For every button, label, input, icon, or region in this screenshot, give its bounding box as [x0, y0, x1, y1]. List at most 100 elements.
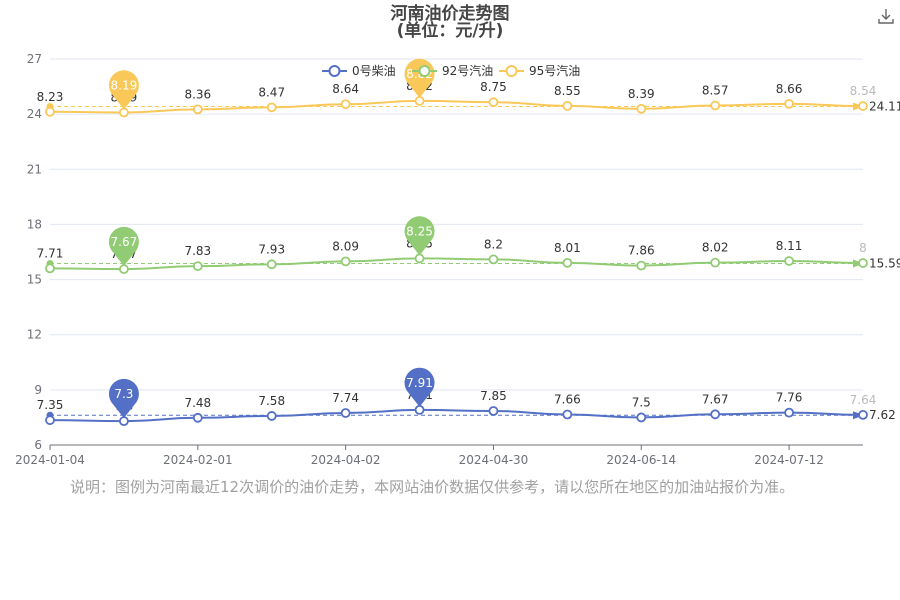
data-point	[340, 99, 351, 110]
data-point	[784, 407, 794, 418]
y-tick-label: 6	[34, 438, 42, 452]
data-point	[45, 106, 55, 117]
data-label: 8.54	[850, 84, 877, 98]
data-point	[488, 406, 499, 416]
data-point	[45, 415, 55, 426]
data-point	[858, 258, 868, 268]
y-tick-label: 21	[27, 162, 42, 176]
data-point	[266, 259, 277, 270]
data-point	[784, 98, 794, 109]
chart-subtitle: (单位：元/升)	[396, 21, 504, 41]
data-label: 7.86	[628, 244, 655, 258]
legend-marker	[505, 65, 518, 77]
data-label: 7.58	[258, 394, 285, 408]
data-point	[858, 101, 868, 111]
min-marker-label: 7.67	[111, 235, 138, 249]
data-point	[710, 257, 721, 268]
data-label: 8.01	[554, 241, 581, 255]
x-tick-label: 2024-01-04	[15, 453, 85, 467]
data-label: 8.2	[484, 237, 503, 251]
data-point	[784, 256, 794, 266]
x-tick-label: 2024-06-14	[606, 453, 676, 467]
data-label: 8.23	[37, 90, 64, 104]
data-point	[266, 411, 277, 421]
data-point	[562, 100, 573, 111]
data-label: 7.85	[480, 389, 507, 403]
data-label: 8	[859, 241, 867, 255]
data-point	[710, 100, 721, 111]
y-tick-label: 27	[27, 52, 42, 66]
data-label: 7.83	[184, 244, 211, 258]
data-label: 7.48	[184, 396, 211, 410]
data-label: 8.57	[702, 84, 729, 98]
y-tick-label: 15	[27, 273, 42, 287]
data-label: 7.64	[850, 393, 877, 407]
data-label: 7.71	[37, 246, 64, 260]
data-point	[414, 253, 425, 264]
x-tick-label: 2024-04-02	[311, 453, 381, 467]
min-marker-pin	[108, 70, 139, 110]
data-label: 8.55	[554, 84, 581, 98]
data-point	[45, 263, 55, 274]
data-point	[488, 97, 499, 108]
series-line	[49, 408, 864, 423]
max-marker-pin	[404, 216, 435, 256]
data-label: 8.36	[184, 87, 211, 101]
min-marker-pin	[108, 378, 139, 419]
y-tick-label: 24	[27, 107, 42, 121]
data-label: 7.5	[632, 395, 651, 409]
data-point	[119, 264, 129, 274]
data-label: 7.76	[776, 391, 803, 405]
data-label: 7.67	[702, 392, 729, 406]
legend-marker	[328, 65, 341, 77]
average-label: 24.11	[869, 100, 900, 114]
data-point	[119, 107, 129, 118]
series-line	[49, 257, 864, 271]
data-point	[192, 104, 203, 115]
y-tick-label: 12	[27, 328, 42, 342]
data-point	[340, 408, 351, 418]
y-tick-label: 18	[27, 217, 42, 231]
data-point	[414, 96, 425, 106]
data-label: 8.39	[628, 87, 655, 101]
legend-label: 0号柴油	[352, 64, 396, 78]
data-point	[488, 254, 499, 265]
data-label: 8.09	[332, 239, 359, 253]
data-point	[636, 260, 647, 271]
data-point	[192, 261, 203, 272]
data-point	[340, 256, 351, 267]
legend-marker	[418, 65, 431, 77]
data-point	[636, 103, 647, 114]
download-icon[interactable]	[876, 6, 896, 26]
data-point	[562, 257, 573, 268]
max-marker-label: 7.91	[406, 376, 433, 390]
data-point	[266, 102, 277, 113]
data-label: 8.66	[776, 82, 803, 96]
data-label: 7.74	[332, 391, 359, 405]
chart-title: 河南油价走势图	[390, 4, 510, 24]
y-tick-label: 9	[34, 383, 42, 397]
data-label: 7.66	[554, 392, 581, 406]
x-tick-label: 2024-04-30	[459, 453, 529, 467]
data-point	[119, 416, 129, 427]
min-marker-label: 8.19	[111, 78, 138, 92]
data-point	[562, 409, 573, 420]
x-tick-label: 2024-02-01	[163, 453, 233, 467]
data-label: 8.64	[332, 82, 359, 96]
x-tick-label: 2024-07-12	[754, 453, 824, 467]
average-label: 7.62	[869, 408, 896, 422]
average-label: 15.59	[869, 257, 900, 271]
data-label: 8.02	[702, 241, 729, 255]
max-marker-label: 8.25	[406, 224, 433, 238]
max-marker-pin	[404, 367, 435, 407]
data-label: 7.93	[258, 242, 285, 256]
data-point	[192, 412, 203, 423]
data-label: 8.47	[258, 85, 285, 99]
data-point	[636, 412, 647, 423]
data-point	[858, 409, 868, 420]
data-point	[710, 409, 721, 420]
data-point	[414, 404, 425, 415]
data-label: 8.75	[480, 80, 507, 94]
min-marker-label: 7.3	[114, 387, 133, 401]
